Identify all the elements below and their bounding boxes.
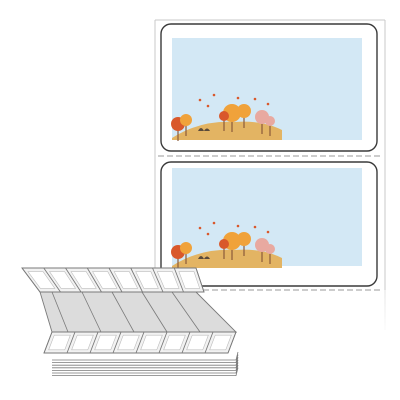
fanfold-label-cell <box>178 271 201 289</box>
fanfold-bottom-row <box>43 331 237 354</box>
bush-shape <box>198 128 210 131</box>
fanfold-label-stack <box>21 267 239 376</box>
stack-layer-edge <box>52 364 239 374</box>
falling-leaf <box>266 102 270 106</box>
autumn-landscape-icon <box>171 93 282 141</box>
tree-crown <box>265 244 275 254</box>
stack-layer-edge <box>52 354 239 363</box>
fanfold-label-cell <box>135 271 159 289</box>
fanfold-label-cell <box>27 271 56 289</box>
top-label <box>160 23 378 152</box>
fanfold-label-divider <box>227 331 237 354</box>
fanfold-label-cell <box>186 334 209 351</box>
hill-shape <box>172 249 282 268</box>
stack-layer-edge <box>52 357 239 366</box>
falling-leaf <box>206 104 210 108</box>
tree-crown <box>219 111 229 121</box>
fanfold-label-cell <box>71 334 94 351</box>
fanfold-label-divider <box>135 331 145 354</box>
fanfold-label-cell <box>113 271 139 289</box>
tree-crown <box>237 104 251 118</box>
fanfold-label-cell <box>117 334 140 351</box>
fanfold-label-divider <box>130 267 143 293</box>
falling-leaf <box>206 232 210 236</box>
stack-layer-edge <box>52 359 239 369</box>
fanfold-label-divider <box>108 267 123 293</box>
falling-leaf <box>236 96 240 100</box>
stack-layer-edge <box>52 362 239 371</box>
fanfold-label-divider <box>89 331 99 354</box>
fanfold-label-cell <box>209 334 232 351</box>
fanfold-label-divider <box>43 331 53 354</box>
tree-crown <box>265 116 275 126</box>
falling-leaf <box>212 93 216 97</box>
fanfold-label-divider <box>173 267 184 293</box>
fanfold-label-divider <box>21 267 41 293</box>
fanfold-label-divider <box>141 291 168 333</box>
fanfold-label-divider <box>171 291 201 333</box>
falling-leaf <box>212 221 216 225</box>
fanfold-label-cell <box>94 334 117 351</box>
fanfold-label-divider <box>158 331 168 354</box>
fanfold-label-cell <box>48 334 71 351</box>
falling-leaf <box>198 98 202 102</box>
fanfold-label-cell <box>156 271 180 289</box>
fanfold-label-cell <box>92 271 118 289</box>
fanfold-top-row <box>21 267 205 293</box>
hill-shape <box>172 121 282 140</box>
fanfold-label-divider <box>195 267 205 293</box>
tree-crown <box>180 242 192 254</box>
fanfold-label-divider <box>81 291 102 333</box>
fanfold-label-divider <box>65 267 82 293</box>
fanfold-label-divider <box>152 267 164 293</box>
stack-layer-edge <box>52 351 239 361</box>
fanfold-label-divider <box>86 267 102 293</box>
fanfold-label-cell <box>70 271 97 289</box>
fanfold-label-divider <box>43 267 61 293</box>
falling-leaf <box>236 224 240 228</box>
fanfold-label-divider <box>181 331 191 354</box>
falling-leaf <box>198 226 202 230</box>
stack-layer-edge <box>52 367 239 376</box>
fanfold-label-cell <box>48 271 77 289</box>
autumn-landscape-icon <box>171 221 282 269</box>
fanfold-label-divider <box>112 331 122 354</box>
tree-crown <box>180 114 192 126</box>
fanfold-label-cell <box>140 334 163 351</box>
bush-shape <box>198 256 210 259</box>
fanfold-label-cell <box>163 334 186 351</box>
bottom-label <box>160 161 378 287</box>
tree-crown <box>219 239 229 249</box>
falling-leaf <box>253 225 257 229</box>
fanfold-label-divider <box>111 291 135 333</box>
fanfold-label-divider <box>204 331 214 354</box>
fanfold-label-divider <box>66 331 76 354</box>
fanfold-label-divider <box>51 291 69 333</box>
falling-leaf <box>266 230 270 234</box>
falling-leaf <box>253 97 257 101</box>
tree-crown <box>237 232 251 246</box>
